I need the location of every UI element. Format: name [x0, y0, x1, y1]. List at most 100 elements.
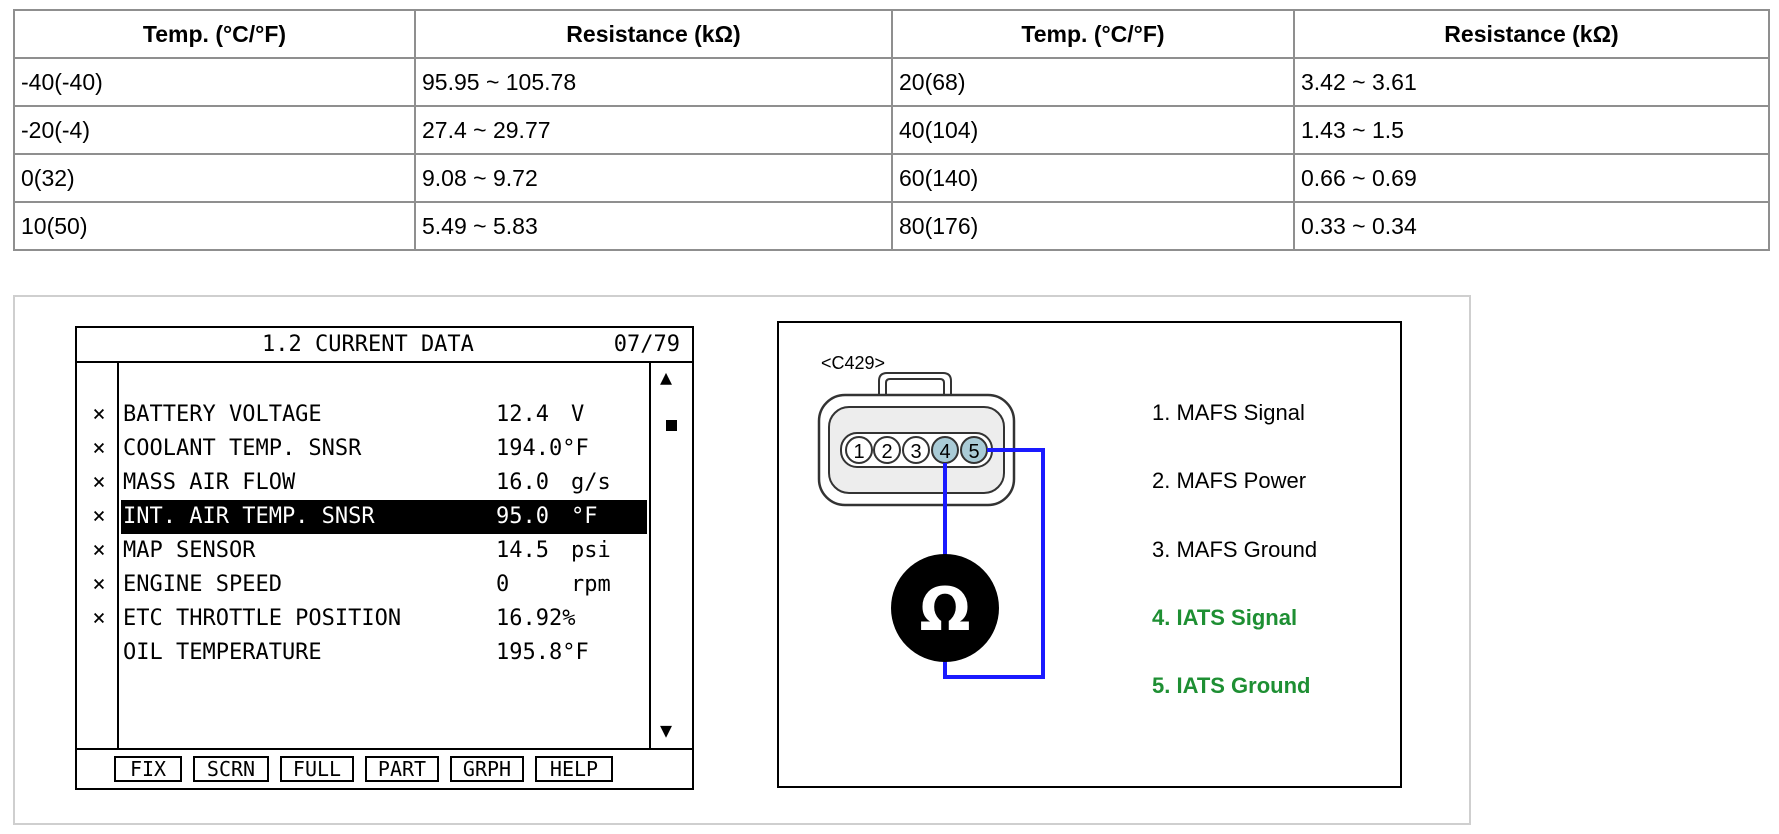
page-counter: 07/79 — [613, 332, 680, 357]
data-row-value: 16.0 — [496, 470, 549, 495]
scan-header: 1.2 CURRENT DATA 07/79 — [77, 328, 692, 363]
connector-id: <C429> — [821, 353, 886, 373]
pin-legend-2: 2. MAFS Power — [1152, 468, 1307, 493]
data-row-unit: g/s — [571, 470, 611, 495]
data-row[interactable]: × ETC THROTTLE POSITION 16.92% — [77, 602, 649, 636]
data-row-name: INT. AIR TEMP. SNSR — [123, 504, 375, 529]
data-list: × BATTERY VOLTAGE 12.4 V × COOLANT TEMP.… — [77, 363, 692, 750]
scroll-thumb[interactable] — [666, 420, 677, 431]
data-row-value: 0 — [496, 572, 510, 597]
data-row[interactable]: × MAP SENSOR 14.5 psi — [77, 534, 649, 568]
table-row: -40(-40) 95.95 ~ 105.78 20(68) 3.42 ~ 3.… — [13, 57, 1770, 107]
fix-mark-icon: × — [92, 504, 106, 529]
pin-2-label: 2 — [881, 441, 892, 463]
fix-mark-icon: × — [92, 402, 106, 427]
connector-latch — [878, 372, 952, 395]
table-cell: 9.08 ~ 9.72 — [414, 153, 893, 203]
scroll-up-icon[interactable]: ▲ — [660, 365, 673, 389]
table-cell: 95.95 ~ 105.78 — [414, 57, 893, 107]
table-cell: 20(68) — [891, 57, 1295, 107]
part-button[interactable]: PART — [365, 756, 439, 782]
divider — [649, 363, 651, 748]
table-cell: 60(140) — [891, 153, 1295, 203]
table-cell: 0(32) — [13, 153, 416, 203]
help-button[interactable]: HELP — [535, 756, 613, 782]
figure-frame — [13, 295, 1471, 825]
ohmmeter-icon — [891, 554, 999, 662]
data-row-name: ETC THROTTLE POSITION — [123, 606, 402, 631]
scrn-button[interactable]: SCRN — [193, 756, 269, 782]
data-row-unit: V — [571, 402, 585, 427]
function-key-bar: FIX SCRN FULL PART GRPH HELP — [77, 750, 692, 788]
header-resistance-1: Resistance (kΩ) — [414, 9, 893, 59]
connector-drawing: 1 2 3 4 5 Ω — [817, 372, 1045, 679]
header-resistance-2: Resistance (kΩ) — [1293, 9, 1770, 59]
data-row[interactable]: × BATTERY VOLTAGE 12.4 V — [77, 398, 649, 432]
pin-1-icon — [845, 436, 873, 464]
data-row-unit: psi — [571, 538, 611, 563]
table-cell: 27.4 ~ 29.77 — [414, 105, 893, 155]
connector-diagram: 1 2 3 4 5 Ω <C429> 1. MAFS Signal 2. MAF… — [777, 321, 1402, 788]
grph-button[interactable]: GRPH — [450, 756, 524, 782]
table-cell: 0.66 ~ 0.69 — [1293, 153, 1770, 203]
table-header-row: Temp. (°C/°F) Resistance (kΩ) Temp. (°C/… — [13, 9, 1770, 59]
selection-highlight — [121, 500, 647, 534]
fix-button[interactable]: FIX — [114, 756, 182, 782]
ohm-symbol: Ω — [919, 575, 970, 645]
data-row-value: 195.8°F — [496, 640, 589, 665]
pin-legend-3: 3. MAFS Ground — [1152, 537, 1318, 562]
table-cell: 10(50) — [13, 201, 416, 251]
pin-1-label: 1 — [853, 441, 864, 463]
data-row-name: MAP SENSOR — [123, 538, 256, 563]
data-row-selected[interactable]: × INT. AIR TEMP. SNSR 95.0 °F — [77, 500, 649, 534]
data-row-name: OIL TEMPERATURE — [123, 640, 322, 665]
pin-4-label: 4 — [939, 441, 950, 463]
data-row-value: 95.0 — [496, 504, 549, 529]
pin-3-icon — [902, 436, 930, 464]
data-row-value: 14.5 — [496, 538, 549, 563]
fix-mark-icon: × — [92, 606, 106, 631]
pin-legend-5: 5. IATS Ground — [1152, 673, 1311, 698]
fix-mark-icon: × — [92, 436, 106, 461]
data-row[interactable]: × COOLANT TEMP. SNSR 194.0°F — [77, 432, 649, 466]
fix-mark-icon: × — [92, 572, 106, 597]
data-row-name: COOLANT TEMP. SNSR — [123, 436, 362, 461]
table-row: -20(-4) 27.4 ~ 29.77 40(104) 1.43 ~ 1.5 — [13, 105, 1770, 155]
full-button[interactable]: FULL — [280, 756, 354, 782]
scan-tool-screen: 1.2 CURRENT DATA 07/79 × BATTERY VOLTAGE… — [75, 326, 694, 790]
table-row: 0(32) 9.08 ~ 9.72 60(140) 0.66 ~ 0.69 — [13, 153, 1770, 203]
table-cell: 5.49 ~ 5.83 — [414, 201, 893, 251]
table-cell: -20(-4) — [13, 105, 416, 155]
data-row-value: 12.4 — [496, 402, 549, 427]
data-row-unit: °F — [571, 504, 598, 529]
data-row-value: 16.92% — [496, 606, 576, 631]
table-cell: 80(176) — [891, 201, 1295, 251]
pin-5-label: 5 — [968, 441, 979, 463]
data-row-name: ENGINE SPEED — [123, 572, 282, 597]
table-cell: 1.43 ~ 1.5 — [1293, 105, 1770, 155]
data-row[interactable]: × ENGINE SPEED 0 rpm — [77, 568, 649, 602]
header-temp-2: Temp. (°C/°F) — [891, 9, 1295, 59]
header-temp-1: Temp. (°C/°F) — [13, 9, 416, 59]
scroll-down-icon[interactable]: ▼ — [660, 718, 673, 742]
data-row[interactable]: OIL TEMPERATURE 195.8°F — [77, 636, 649, 670]
table-cell: 3.42 ~ 3.61 — [1293, 57, 1770, 107]
scan-title: 1.2 CURRENT DATA — [262, 332, 474, 357]
divider — [117, 363, 119, 748]
data-row-unit: rpm — [571, 572, 611, 597]
fix-mark-icon: × — [92, 470, 106, 495]
data-row-value: 194.0°F — [496, 436, 589, 461]
pin-legend-1: 1. MAFS Signal — [1152, 400, 1305, 425]
pin-legend-4: 4. IATS Signal — [1152, 605, 1298, 630]
data-row[interactable]: × MASS AIR FLOW 16.0 g/s — [77, 466, 649, 500]
connector-latch-inner — [885, 378, 945, 395]
pin-3-label: 3 — [910, 441, 921, 463]
table-row: 10(50) 5.49 ~ 5.83 80(176) 0.33 ~ 0.34 — [13, 201, 1770, 251]
pin-2-icon — [873, 436, 901, 464]
table-cell: 0.33 ~ 0.34 — [1293, 201, 1770, 251]
wire-pin-5 — [943, 448, 1045, 679]
fix-mark-icon: × — [92, 538, 106, 563]
resistance-table: Temp. (°C/°F) Resistance (kΩ) Temp. (°C/… — [13, 9, 1770, 251]
data-row-name: BATTERY VOLTAGE — [123, 402, 322, 427]
table-cell: -40(-40) — [13, 57, 416, 107]
